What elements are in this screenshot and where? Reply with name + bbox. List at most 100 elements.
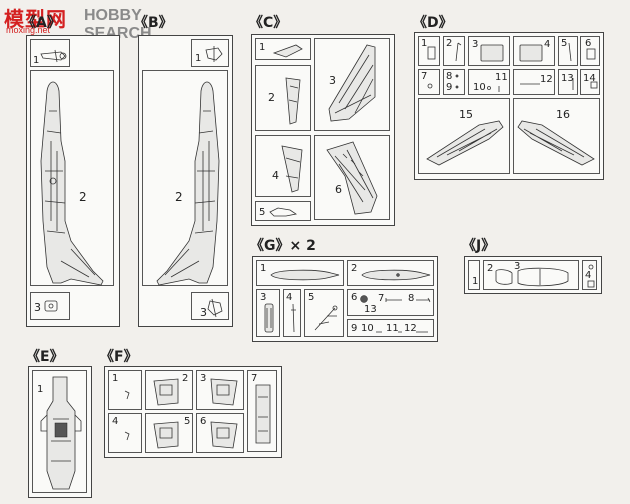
part-j1: 1 <box>468 260 480 290</box>
part-e1-drawing <box>40 376 82 490</box>
sprue-a: 1 2 3 <box>26 35 120 327</box>
part-d4-drawing <box>519 44 543 62</box>
sprue-e: 1 <box>28 366 92 498</box>
part-c5-drawing <box>269 207 298 217</box>
sprue-d-label: 《D》 <box>413 15 453 31</box>
part-c6: 6 <box>314 135 390 220</box>
part-d6: 6 <box>580 36 600 66</box>
part-f5-drawing <box>153 421 179 449</box>
part-d13: 13 <box>558 69 578 95</box>
part-d3-drawing <box>480 44 504 62</box>
part-d16: 16 <box>513 98 600 174</box>
part-f1: 1 <box>108 370 142 410</box>
part-j2-drawing <box>495 267 569 287</box>
part-g9-g12: 9 10 11 12 <box>347 319 434 337</box>
part-a3: 3 <box>30 292 70 320</box>
sprue-d: 1 2 3 4 5 6 7 8 9 10 11 12 13 <box>414 32 604 180</box>
part-g2: 2 <box>347 260 434 286</box>
part-f3: 3 <box>196 370 244 410</box>
part-f2: 2 <box>145 370 193 410</box>
part-g5-drawing <box>314 305 338 331</box>
part-f1-drawing <box>124 390 130 400</box>
part-a1-drawing <box>40 49 67 63</box>
part-d12-drawing <box>520 83 540 85</box>
part-d10-drawing <box>487 86 500 92</box>
part-g2-drawing <box>361 269 431 281</box>
part-d7: 7 <box>418 69 440 95</box>
part-b1-drawing <box>205 46 223 62</box>
part-c4-drawing <box>281 145 303 193</box>
part-b3-drawing <box>207 298 223 318</box>
part-f4: 4 <box>108 413 142 453</box>
watermark-url: moxing.net <box>6 25 51 35</box>
part-d3: 3 <box>468 36 510 66</box>
part-g4-drawing <box>291 303 296 333</box>
part-d5-drawing <box>568 42 572 62</box>
part-c2-drawing <box>285 77 301 125</box>
part-d16-drawing <box>517 120 595 166</box>
part-f5: 5 <box>145 413 193 453</box>
part-f6: 6 <box>196 413 244 453</box>
part-a2: 2 <box>30 70 114 286</box>
part-d4: 4 <box>513 36 555 66</box>
part-f3-drawing <box>210 378 238 406</box>
sprue-g-label: 《G》× 2 <box>250 238 316 254</box>
part-j4-drawing <box>587 264 595 288</box>
part-g3: 3 <box>256 289 280 337</box>
part-c6-drawing <box>326 141 378 215</box>
part-b2-drawing <box>156 81 220 286</box>
part-d7-drawing <box>427 83 433 89</box>
part-b1: 1 <box>191 39 229 67</box>
part-d14-drawing <box>590 81 598 89</box>
sprue-a-label: 《A》 <box>22 15 61 31</box>
sprue-b: 1 2 3 <box>138 35 233 327</box>
part-a1: 1 <box>30 39 70 67</box>
sprue-b-label: 《B》 <box>134 15 173 31</box>
part-g4: 4 <box>283 289 301 337</box>
sprue-j-label: 《J》 <box>462 238 496 254</box>
part-g9-drawing <box>376 331 428 333</box>
sprue-j: 1 2 3 4 <box>464 256 602 294</box>
sprue-c: 1 2 3 4 6 5 <box>251 34 395 226</box>
part-j2-j3: 2 3 <box>483 260 579 290</box>
part-c3: 3 <box>314 38 390 131</box>
part-d1: 1 <box>418 36 440 66</box>
part-j4: 4 <box>582 260 597 290</box>
part-g6-drawing <box>360 295 431 303</box>
part-d5: 5 <box>558 36 578 66</box>
part-f4-drawing <box>124 431 130 441</box>
sprue-g: 1 2 3 4 5 6 7 8 13 9 10 <box>252 256 438 342</box>
part-d2-drawing <box>455 42 462 62</box>
part-d15: 15 <box>418 98 510 174</box>
part-a3-drawing <box>44 300 58 312</box>
part-f2-drawing <box>153 378 179 406</box>
part-d15-drawing <box>426 120 504 166</box>
sprue-f: 1 2 3 7 4 5 6 <box>104 366 282 458</box>
part-d8-drawing <box>455 74 459 89</box>
part-f7: 7 <box>247 370 277 452</box>
part-d14: 14 <box>580 69 600 95</box>
part-d12: 12 <box>513 69 555 95</box>
sprue-f-label: 《F》 <box>100 349 138 365</box>
watermark-cn: 模型网 <box>4 7 67 31</box>
part-b2: 2 <box>142 70 228 286</box>
part-g3-drawing <box>264 303 274 333</box>
part-b3: 3 <box>191 292 229 320</box>
part-d2: 2 <box>443 36 465 66</box>
part-c4: 4 <box>255 135 311 197</box>
part-d6-drawing <box>586 48 596 60</box>
part-c5: 5 <box>255 201 311 221</box>
part-d1-drawing <box>427 46 436 60</box>
part-c2: 2 <box>255 65 311 131</box>
part-d13-drawing <box>572 78 574 90</box>
watermark-logo: 模型网 HOBBY SEARCH moxing.net <box>4 3 164 42</box>
part-a2-drawing <box>40 81 104 286</box>
part-c3-drawing <box>328 44 376 122</box>
part-f6-drawing <box>210 421 238 449</box>
part-g1-drawing <box>270 269 340 281</box>
part-d10-d11: 10 11 <box>468 69 510 95</box>
part-g5: 5 <box>304 289 344 337</box>
sprue-e-label: 《E》 <box>26 349 64 365</box>
part-c1-drawing <box>272 44 303 58</box>
part-g6-g8: 6 7 8 13 <box>347 289 434 316</box>
